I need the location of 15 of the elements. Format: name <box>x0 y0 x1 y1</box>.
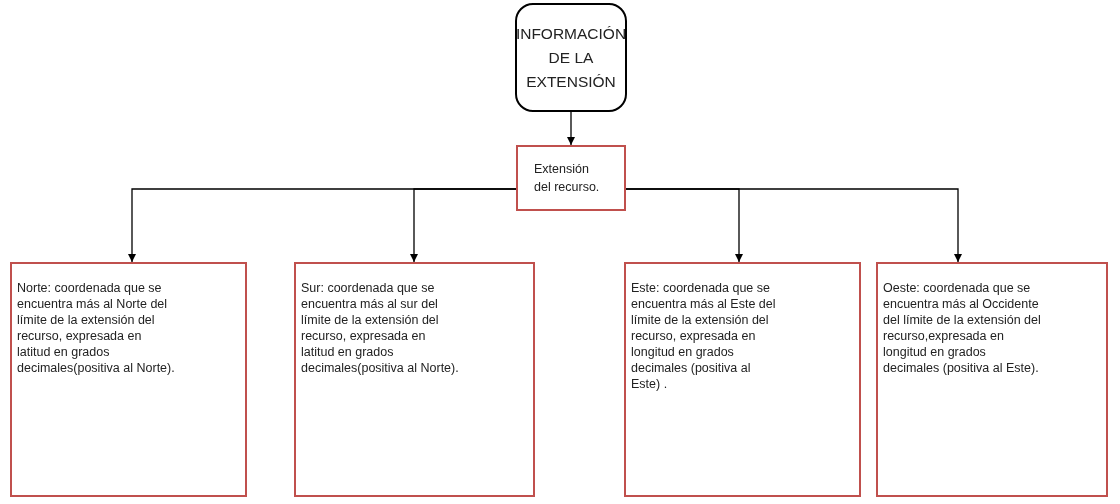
arrow <box>625 188 962 263</box>
text-box <box>876 262 1108 497</box>
node-text: Norte: coordenada que se encuentra más al Norte del límite de la extensión del recurso, expresada en latitud en grados decimales(positiva al Norte). <box>17 280 176 376</box>
text-box <box>624 262 861 497</box>
arrow <box>410 188 517 263</box>
node-text: INFORMACIÓN DE LA EXTENSIÓN <box>515 23 627 92</box>
arrow <box>567 111 575 146</box>
node-text: Sur: coordenada que se encuentra más al sur del límite de la extensión del recurso, expresada en latitud en grados decimales(positiva al Norte). <box>301 280 460 376</box>
node-text: Oeste: coordenada que se encuentra más al Occidente del límite de la extensión del recurso,expresada en longitud en grados decimales (positiva al Este). <box>883 280 1042 376</box>
node-text: Extensión del recurso. <box>534 161 601 196</box>
text-box <box>516 145 626 211</box>
text-box <box>294 262 535 497</box>
node-text: Este: coordenada que se encuentra más al Este del límite de la extensión del recurso, expresada en longitud en grados decimales (positiva al Este) . <box>631 280 777 392</box>
text-box <box>10 262 247 497</box>
title-box <box>515 3 627 112</box>
